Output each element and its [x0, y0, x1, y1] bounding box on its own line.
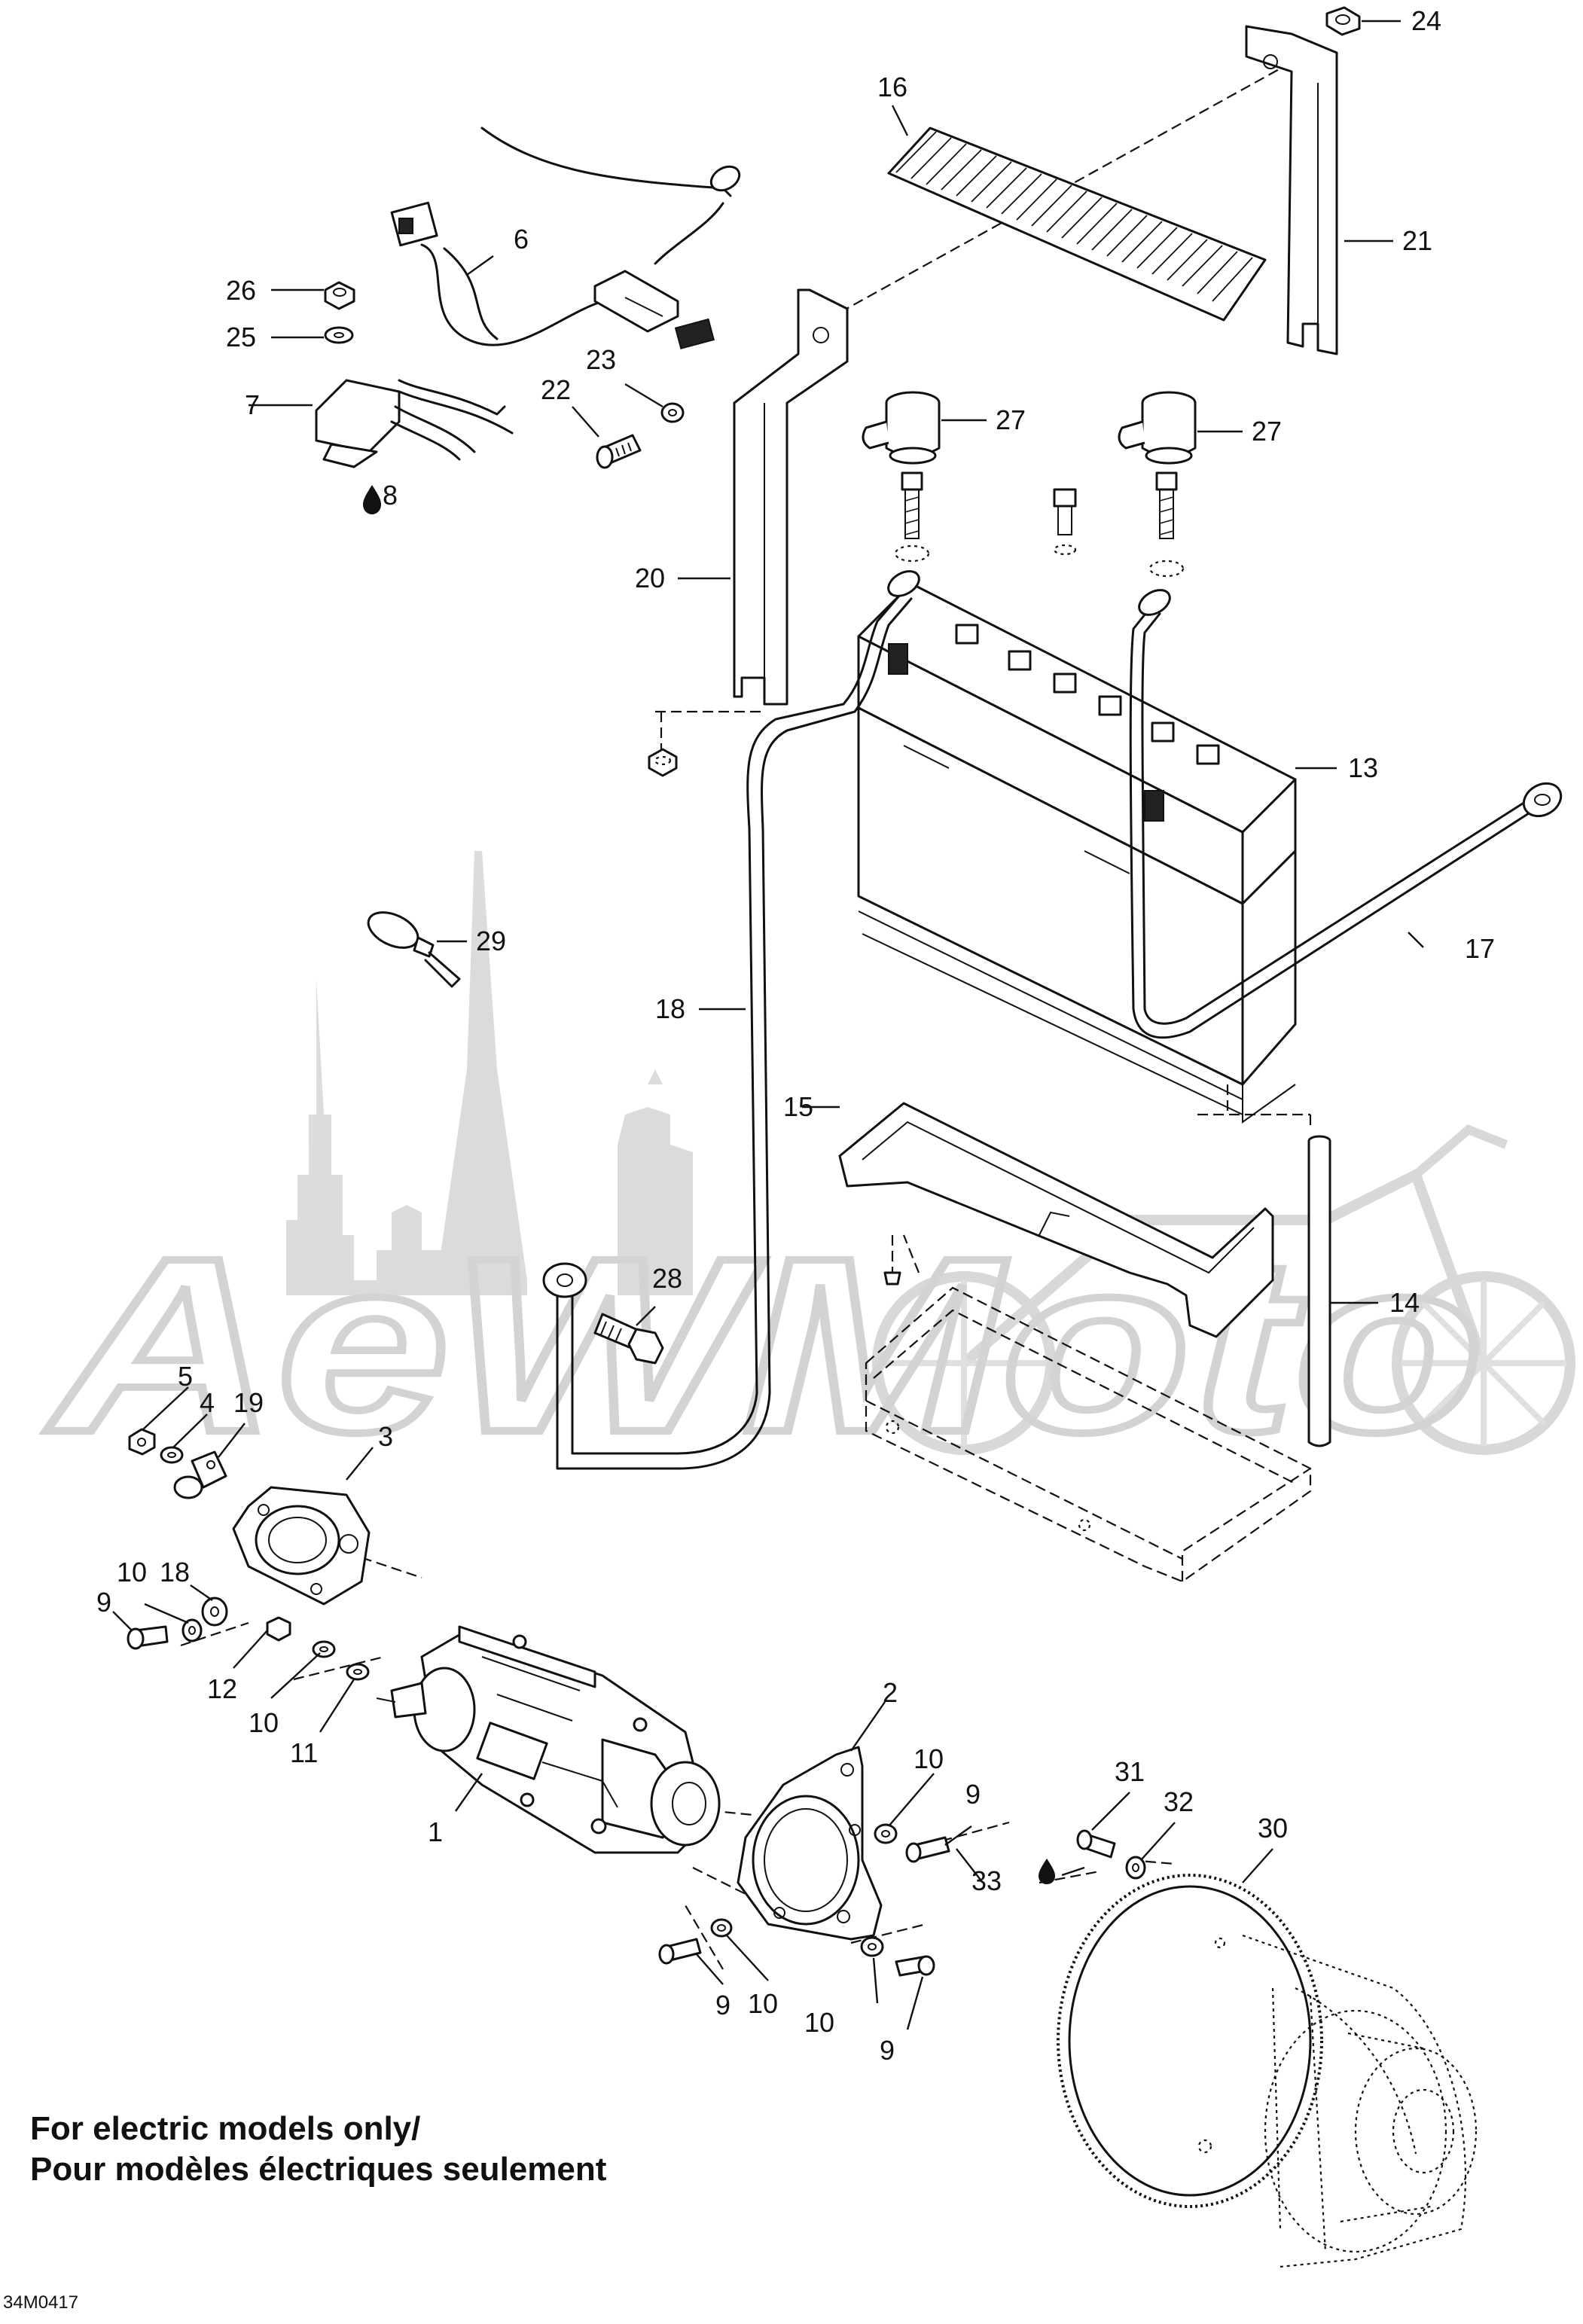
cable-tie — [367, 911, 461, 988]
terminal-cover-left — [862, 391, 941, 465]
callout-25: 25 — [226, 322, 256, 352]
callout-5: 5 — [178, 1361, 193, 1392]
leader-lines — [112, 20, 1424, 2030]
callout-22: 22 — [541, 374, 571, 405]
vent-tube — [1307, 1135, 1331, 1447]
callout-15: 15 — [783, 1091, 813, 1122]
callout-6: 6 — [514, 224, 529, 255]
callout-32: 32 — [1164, 1786, 1194, 1817]
callout-7: 7 — [245, 389, 260, 420]
callout-2: 2 — [883, 1677, 898, 1708]
washer-23 — [660, 402, 685, 423]
lower-tray-phantom — [865, 1286, 1312, 1583]
battery-pad — [887, 127, 1267, 322]
callout-27-a: 27 — [996, 404, 1026, 435]
battery — [857, 582, 1297, 1124]
callout-12: 12 — [207, 1673, 237, 1704]
callout-24: 24 — [1411, 5, 1441, 36]
nut-24 — [1325, 6, 1361, 36]
screw-9-a — [127, 1625, 169, 1650]
note-line-french: Pour modèles électriques seulement — [30, 2151, 607, 2188]
callout-9-c: 9 — [715, 1990, 730, 2021]
callout-19: 19 — [233, 1387, 264, 1418]
callout-27-b: 27 — [1252, 416, 1282, 447]
callout-23: 23 — [586, 344, 616, 375]
watermark-logo: AeWMoto — [39, 851, 1575, 1487]
washer-4 — [160, 1446, 184, 1464]
washer-10-a — [181, 1618, 203, 1642]
callout-18-b: 18 — [160, 1557, 190, 1587]
callout-28: 28 — [652, 1263, 682, 1294]
washer-10-e — [860, 1936, 884, 1957]
battery-cable-negative — [542, 570, 920, 1470]
callout-3: 3 — [378, 1421, 393, 1452]
washer-18 — [201, 1597, 228, 1627]
callout-14: 14 — [1389, 1287, 1420, 1318]
callout-26: 26 — [226, 275, 256, 306]
starter-rear-support — [232, 1486, 371, 1606]
hold-down-rod — [1245, 25, 1338, 355]
battery-cable-positive — [1129, 589, 1563, 1039]
callout-11: 11 — [290, 1737, 318, 1768]
callout-31: 31 — [1115, 1756, 1145, 1787]
callout-9-d: 9 — [880, 2035, 895, 2066]
callout-13: 13 — [1348, 752, 1378, 783]
callout-33: 33 — [971, 1865, 1002, 1896]
callout-10-d: 10 — [748, 1988, 778, 2019]
starter-motor — [376, 1625, 721, 1854]
wiring-harness — [390, 127, 741, 349]
washer-10-b — [312, 1640, 336, 1658]
screw-9-c — [658, 1938, 702, 1965]
callout-20: 20 — [635, 563, 665, 593]
washer-11 — [346, 1663, 370, 1681]
callout-30: 30 — [1258, 1813, 1288, 1844]
drawing-code: 34M0417 — [3, 2292, 79, 2313]
bracket-nut — [648, 748, 678, 777]
battery-bracket — [733, 288, 849, 706]
nut-26 — [324, 281, 355, 310]
note-line-english: For electric models only/ — [30, 2110, 421, 2147]
washer-25 — [324, 326, 354, 344]
solenoid-relay — [315, 379, 514, 468]
callout-10-b: 10 — [249, 1707, 279, 1738]
callout-10-a: 10 — [117, 1557, 147, 1587]
callout-labels: 1 2 3 4 5 6 7 8 9 9 9 9 10 10 10 10 10 1… — [96, 5, 1495, 2066]
callout-9-a: 9 — [96, 1587, 111, 1618]
starter-front-support — [737, 1746, 883, 1941]
oil-drop-icon — [1039, 1859, 1055, 1884]
callout-4: 4 — [200, 1387, 215, 1418]
screw-22 — [596, 434, 642, 469]
washer-10-d — [710, 1918, 733, 1938]
washer-32 — [1125, 1856, 1146, 1880]
callout-1: 1 — [428, 1816, 443, 1847]
screw-9-d — [895, 1955, 935, 1977]
clip-19 — [173, 1450, 227, 1499]
electric-models-note: For electric models only/ Pour modèles é… — [30, 2109, 606, 2190]
nut-12 — [266, 1616, 291, 1642]
callout-16: 16 — [877, 72, 907, 102]
oil-drop-icon — [363, 485, 381, 514]
callout-9-b: 9 — [965, 1779, 981, 1810]
callout-29: 29 — [476, 926, 506, 956]
washer-10-c — [874, 1823, 898, 1844]
callout-17: 17 — [1465, 933, 1495, 964]
battery-tray — [838, 1102, 1274, 1338]
callout-10-e: 10 — [804, 2007, 834, 2038]
bolt-28 — [593, 1313, 664, 1365]
callout-21: 21 — [1402, 225, 1432, 256]
ring-gear-flywheel — [1057, 1874, 1478, 2268]
screw-31 — [1076, 1829, 1116, 1859]
terminal-cover-right — [1118, 391, 1197, 465]
nut-5 — [128, 1428, 156, 1456]
screw-9-b — [905, 1836, 950, 1863]
callout-18-a: 18 — [655, 993, 685, 1024]
terminal-bolts — [894, 471, 1185, 578]
tray-screw — [883, 1235, 901, 1286]
callout-8: 8 — [383, 480, 398, 511]
callout-10-c: 10 — [914, 1743, 944, 1774]
